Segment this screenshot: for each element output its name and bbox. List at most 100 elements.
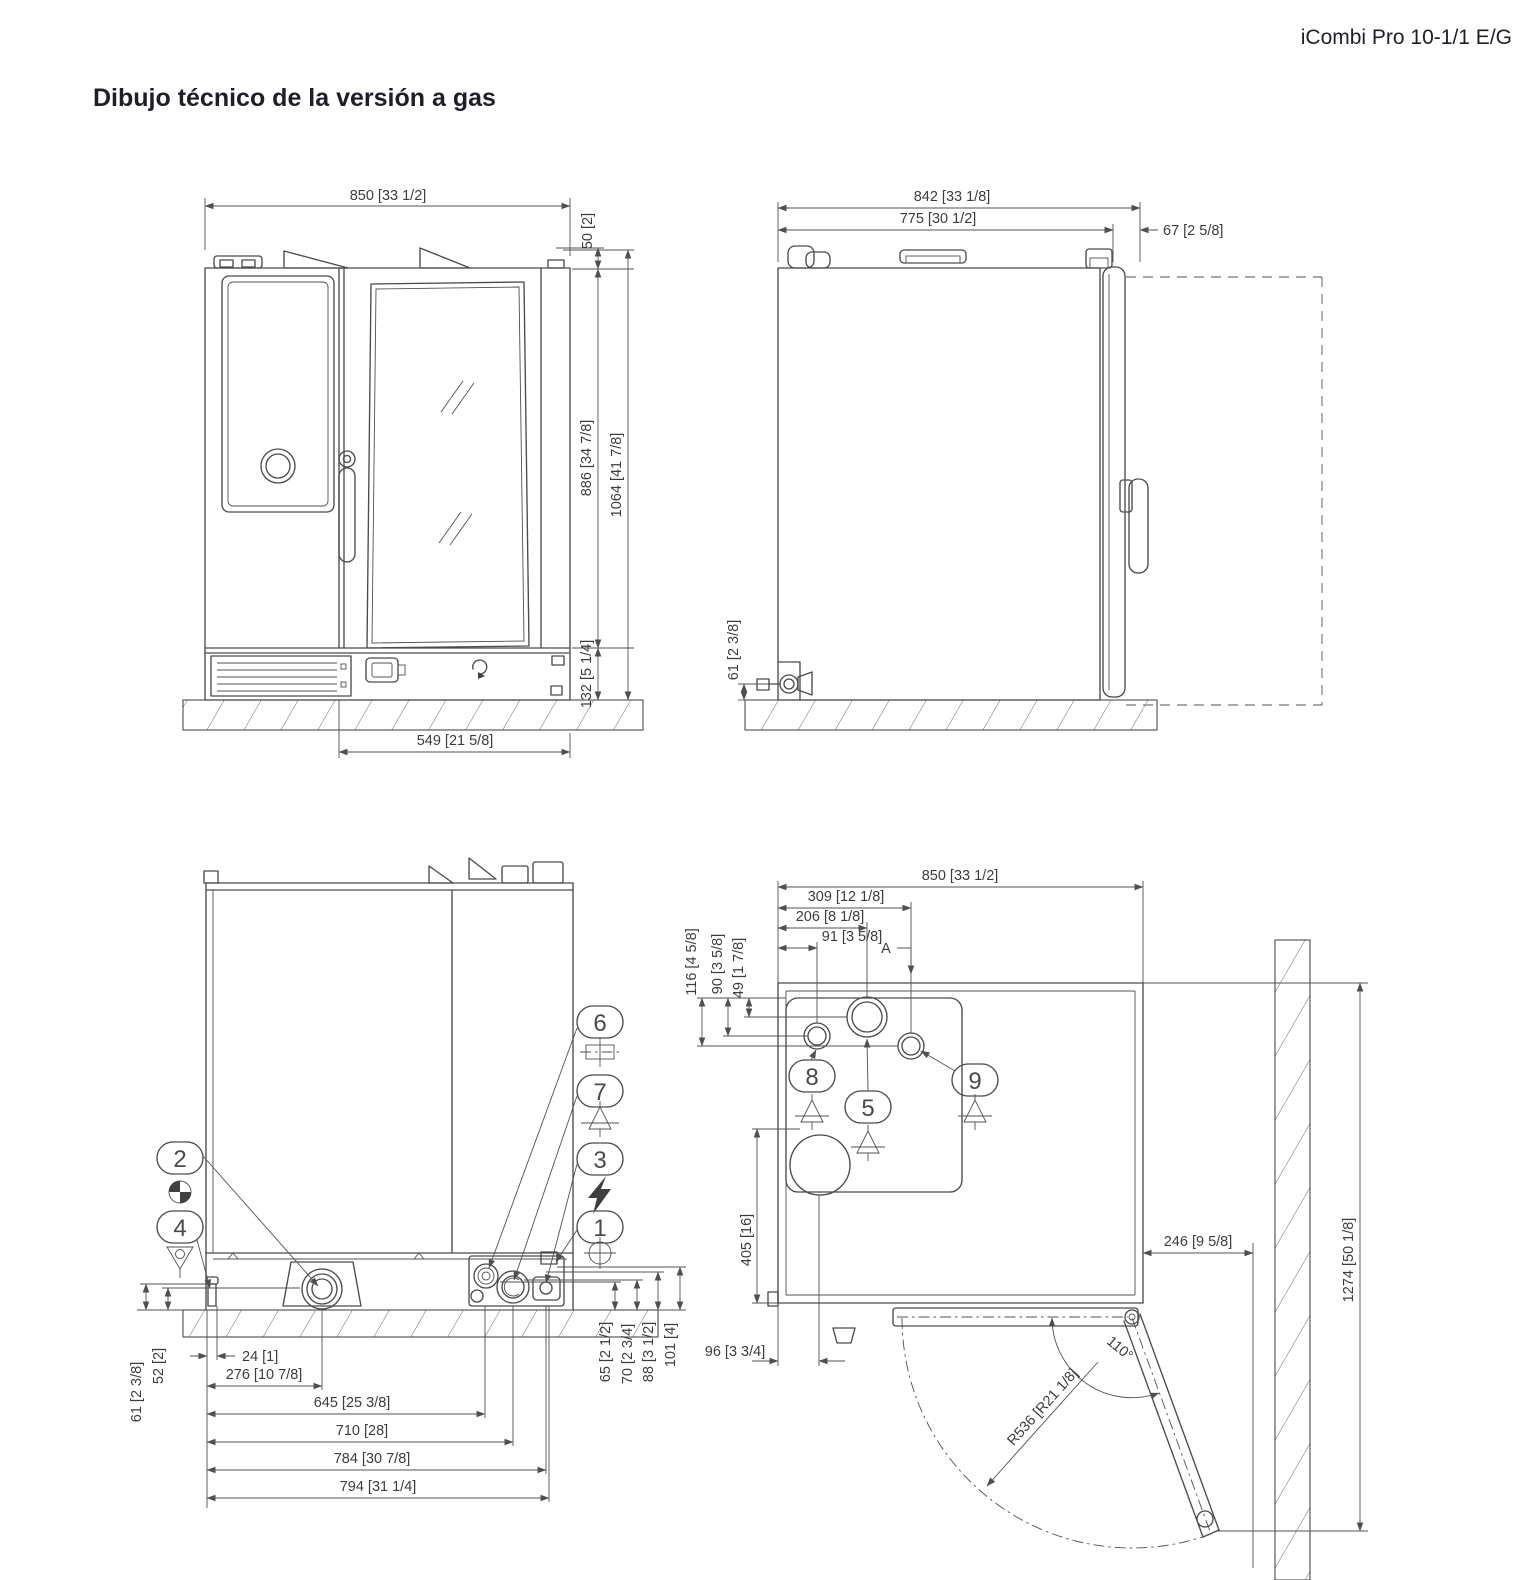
vent-icon — [851, 1125, 885, 1161]
door-angle-arc — [1048, 1317, 1160, 1400]
dim-label: 710 [28] — [336, 1423, 388, 1439]
dim-label: 24 [1] — [242, 1349, 278, 1365]
vent-fitting — [496, 1270, 530, 1304]
vent-icon — [581, 1101, 619, 1137]
side-view-outline — [777, 245, 1149, 701]
dim-label: 1274 [50 1/8] — [1341, 1218, 1357, 1303]
dim-side-gas-height: 61 [2 3/8] — [726, 620, 769, 701]
dim-label: 276 [10 7/8] — [226, 1367, 303, 1383]
foot — [832, 1327, 856, 1344]
callout-number: 1 — [593, 1215, 606, 1242]
section-label: A — [881, 941, 891, 957]
door-handle — [338, 450, 356, 563]
dim-rear-bottom-chain: 24 [1] 276 [10 7/8] 645 [25 3/8] 710 [28… — [190, 1306, 550, 1508]
dim-label: 50 [2] — [580, 213, 596, 249]
dim-side-depth-total: 842 [33 1/8] — [777, 189, 1141, 262]
dim-label: 842 [33 1/8] — [914, 189, 991, 205]
dim-top-total-depth: 1274 [50 1/8] — [1143, 982, 1368, 1532]
glass-reflection — [438, 380, 475, 546]
dim-label: 90 [3 5/8] — [710, 934, 726, 994]
callout-3: 3 — [544, 1142, 624, 1284]
top-view-outline — [767, 982, 1144, 1344]
dim-label: 91 [3 5/8] — [822, 929, 882, 945]
rear-view-outline — [203, 857, 574, 1311]
floor-hatch-front — [182, 699, 644, 731]
dim-label: 309 [12 1/8] — [808, 889, 885, 905]
dim-label: 886 [34 7/8] — [579, 420, 595, 497]
wall-hatch — [1274, 939, 1311, 1580]
dim-label: 850 [33 1/2] — [350, 188, 427, 204]
callout-2: 2 — [156, 1141, 319, 1287]
dim-label: 61 [2 3/8] — [129, 1362, 145, 1422]
dim-front-body-height: 886 [34 7/8] — [572, 268, 634, 649]
front-view: 850 [33 1/2] 50 [2] 886 [34 7/8] 132 [5 … — [182, 188, 644, 758]
callout-number: 2 — [173, 1146, 186, 1173]
callout-number: 3 — [593, 1147, 606, 1174]
dim-label: 65 [2 1/2] — [598, 1322, 614, 1382]
control-panel — [221, 275, 335, 513]
callout-7: 7 — [513, 1074, 624, 1281]
section-marker-a: A — [881, 941, 915, 975]
dim-label: 405 [16] — [739, 1214, 755, 1266]
vent-grille — [210, 655, 352, 697]
dim-label: 1064 [41 7/8] — [609, 433, 625, 518]
dim-top-405: 405 [16] — [739, 1128, 800, 1304]
callout-5: 5 — [844, 1038, 892, 1161]
door-swing-arc — [901, 1317, 1212, 1549]
rotate-mark — [472, 659, 488, 675]
dim-label: 96 [3 3/4] — [705, 1344, 765, 1360]
oven-door — [338, 281, 530, 649]
dim-top-left-heights: 116 [4 5/8] 90 [3 5/8] 49 [1 7/8] — [684, 928, 898, 1047]
top-view: 110° R536 [R21 1/8] 850 [33 1/2] 309 [12… — [684, 868, 1368, 1580]
callout-9: 9 — [920, 1050, 999, 1130]
dim-rear-left-61: 61 [2 3/8] — [129, 1283, 206, 1422]
dim-front-door-width: 549 [21 5/8] — [338, 700, 571, 758]
dim-label: 116 [4 5/8] — [684, 928, 700, 995]
water-icon — [584, 1237, 616, 1269]
control-dial — [260, 448, 296, 484]
callout-number: 9 — [968, 1068, 981, 1095]
callout-number: 6 — [593, 1010, 606, 1037]
dim-label: 784 [30 7/8] — [334, 1451, 411, 1467]
dim-top-206: 206 [8 1/8] — [777, 909, 868, 997]
dim-label: 49 [1 7/8] — [731, 938, 747, 998]
dim-front-top-cap: 50 [2] — [556, 213, 634, 270]
product-title: iCombi Pro 10-1/1 E/G — [1301, 26, 1512, 49]
pipe-fitting-icon — [580, 1037, 620, 1067]
dim-label: 52 [2] — [151, 1348, 167, 1384]
dim-label: 246 [9 5/8] — [1164, 1234, 1233, 1250]
dim-label: 206 [8 1/8] — [796, 909, 865, 925]
callout-1: 1 — [555, 1210, 624, 1269]
dim-label: 645 [25 3/8] — [314, 1395, 391, 1411]
page-title: Dibujo técnico de la versión a gas — [93, 84, 496, 112]
door-closed — [892, 1307, 1140, 1327]
datum-target-icon — [168, 1180, 192, 1204]
plug-socket — [365, 657, 399, 683]
dim-top-clearance: 246 [9 5/8] — [1142, 1234, 1254, 1257]
dim-label: 775 [30 1/2] — [900, 211, 977, 227]
floor-hatch-side — [744, 699, 1158, 731]
dim-label: 61 [2 3/8] — [726, 620, 742, 680]
door-swing-envelope — [1126, 276, 1323, 706]
dim-label: 101 [4] — [663, 1323, 679, 1367]
callout-number: 4 — [173, 1215, 186, 1242]
callout-4: 4 — [156, 1210, 211, 1289]
drain-opening — [789, 1134, 851, 1196]
callout-number: 7 — [593, 1079, 606, 1106]
dim-front-width: 850 [33 1/2] — [204, 188, 571, 256]
side-view: 842 [33 1/8] 775 [30 1/2] 67 [2 5/8] 61 … — [726, 189, 1323, 731]
dim-label: 67 [2 5/8] — [1163, 223, 1223, 239]
callout-6: 6 — [488, 1005, 624, 1269]
door-radius-label: R536 [R21 1/8] — [1004, 1366, 1081, 1449]
gas-connection — [756, 671, 813, 696]
dim-front-base-height: 132 [5 1/4] — [575, 640, 634, 708]
handle-profile — [1128, 478, 1149, 574]
dim-top-91: 91 [3 5/8] — [777, 929, 882, 1023]
drain-funnel-icon — [166, 1246, 194, 1278]
dim-top-width: 850 [33 1/2] — [777, 868, 1144, 983]
dim-label: 88 [3 1/2] — [641, 1322, 657, 1382]
base-section — [210, 655, 565, 697]
door-profile — [1102, 266, 1126, 698]
